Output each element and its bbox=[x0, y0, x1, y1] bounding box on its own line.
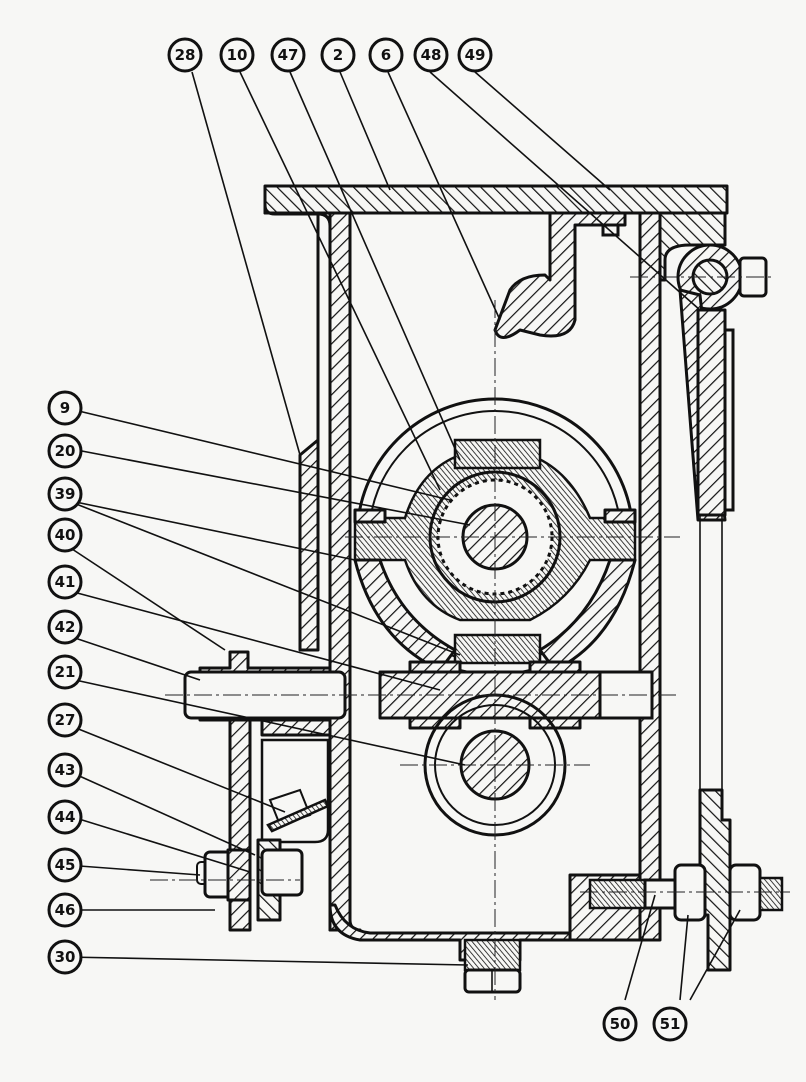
callout-41: 41 bbox=[47, 564, 83, 600]
callout-50: 50 bbox=[602, 1006, 638, 1042]
callout-40: 40 bbox=[47, 517, 83, 553]
svg-text:45: 45 bbox=[55, 856, 76, 874]
svg-text:39: 39 bbox=[55, 485, 76, 503]
svg-text:10: 10 bbox=[227, 46, 248, 64]
callout-27: 27 bbox=[47, 702, 83, 738]
callout-44: 44 bbox=[47, 799, 83, 835]
callout-48: 48 bbox=[413, 37, 449, 73]
callout-30: 30 bbox=[47, 939, 83, 975]
svg-text:48: 48 bbox=[421, 46, 442, 64]
callouts-left: 9 20 39 40 41 42 21 27 43 44 45 46 30 bbox=[47, 390, 83, 975]
callout-43: 43 bbox=[47, 752, 83, 788]
callout-46: 46 bbox=[47, 892, 83, 928]
callout-42: 42 bbox=[47, 609, 83, 645]
callout-39: 39 bbox=[47, 476, 83, 512]
callout-9: 9 bbox=[47, 390, 83, 426]
svg-text:42: 42 bbox=[55, 618, 76, 636]
callout-6: 6 bbox=[368, 37, 404, 73]
callout-28: 28 bbox=[167, 37, 203, 73]
callout-51: 51 bbox=[652, 1006, 688, 1042]
svg-text:21: 21 bbox=[55, 663, 76, 681]
cross-shaft bbox=[183, 650, 654, 730]
callout-10: 10 bbox=[219, 37, 255, 73]
svg-text:27: 27 bbox=[55, 711, 76, 729]
callouts-bottom: 50 51 bbox=[602, 1006, 688, 1042]
oil-baffle bbox=[493, 211, 627, 339]
svg-text:46: 46 bbox=[55, 901, 76, 919]
callout-21: 21 bbox=[47, 654, 83, 690]
svg-text:51: 51 bbox=[660, 1015, 681, 1033]
callout-47: 47 bbox=[270, 37, 306, 73]
drain-plug bbox=[463, 938, 522, 994]
svg-text:47: 47 bbox=[278, 46, 299, 64]
bolt-left bbox=[196, 838, 304, 922]
callout-45: 45 bbox=[47, 847, 83, 883]
callout-49: 49 bbox=[457, 37, 493, 73]
center-lines bbox=[150, 276, 790, 1000]
callout-2: 2 bbox=[320, 37, 356, 73]
leader-lines bbox=[65, 71, 741, 1001]
svg-text:30: 30 bbox=[55, 948, 76, 966]
svg-text:44: 44 bbox=[55, 808, 76, 826]
svg-text:28: 28 bbox=[175, 46, 196, 64]
lever-arm bbox=[676, 243, 768, 790]
svg-text:41: 41 bbox=[55, 573, 76, 591]
svg-text:49: 49 bbox=[465, 46, 486, 64]
svg-text:2: 2 bbox=[333, 46, 343, 64]
callouts-top: 28 10 47 2 6 48 49 bbox=[167, 37, 493, 73]
svg-text:43: 43 bbox=[55, 761, 76, 779]
callout-20: 20 bbox=[47, 433, 83, 469]
lower-left-chamber bbox=[228, 718, 332, 932]
svg-text:9: 9 bbox=[60, 399, 70, 417]
svg-text:40: 40 bbox=[55, 526, 76, 544]
svg-text:50: 50 bbox=[610, 1015, 631, 1033]
svg-text:6: 6 bbox=[381, 46, 391, 64]
svg-text:20: 20 bbox=[55, 442, 76, 460]
